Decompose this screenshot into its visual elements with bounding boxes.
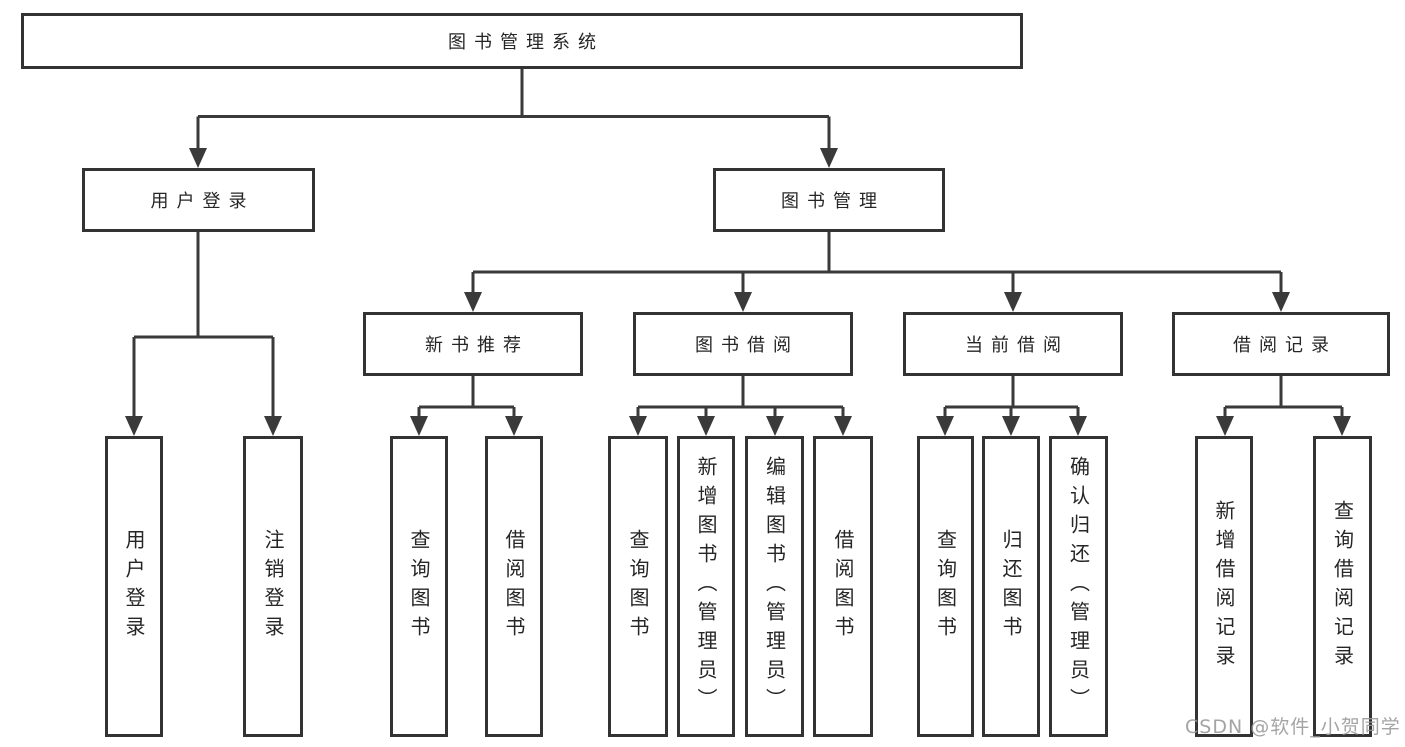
node-user-login-branch: 用户登录 bbox=[82, 168, 315, 232]
node-book-borrow: 图书借阅 bbox=[633, 312, 853, 376]
node-borrow-records: 借阅记录 bbox=[1172, 312, 1390, 376]
leaf-user-login: 用户登录 bbox=[105, 436, 163, 737]
leaf-return-books: 归还图书 bbox=[982, 436, 1040, 737]
leaf-edit-books-admin: 编辑图书（管理员） bbox=[745, 436, 804, 737]
leaf-borrow-books-recommend: 借阅图书 bbox=[485, 436, 543, 737]
leaf-query-books-recommend: 查询图书 bbox=[390, 436, 448, 737]
leaf-query-borrow-record: 查询借阅记录 bbox=[1313, 436, 1372, 737]
leaf-add-borrow-record: 新增借阅记录 bbox=[1195, 436, 1253, 737]
leaf-query-books-borrow: 查询图书 bbox=[608, 436, 668, 737]
node-library-management-system: 图书管理系统 bbox=[21, 13, 1023, 69]
node-current-borrow: 当前借阅 bbox=[903, 312, 1123, 376]
leaf-logout-login: 注销登录 bbox=[243, 436, 303, 737]
leaf-borrow-books: 借阅图书 bbox=[813, 436, 873, 737]
edge-arrowheads bbox=[125, 148, 1351, 436]
leaf-query-books-current: 查询图书 bbox=[917, 436, 974, 737]
node-book-management-branch: 图书管理 bbox=[713, 168, 945, 232]
csdn-watermark: CSDN @软件_小贺同学 bbox=[1185, 716, 1401, 738]
node-new-book-recommend: 新书推荐 bbox=[363, 312, 583, 376]
leaf-confirm-return-admin: 确认归还（管理员） bbox=[1049, 436, 1108, 737]
leaf-add-books-admin: 新增图书（管理员） bbox=[677, 436, 735, 737]
